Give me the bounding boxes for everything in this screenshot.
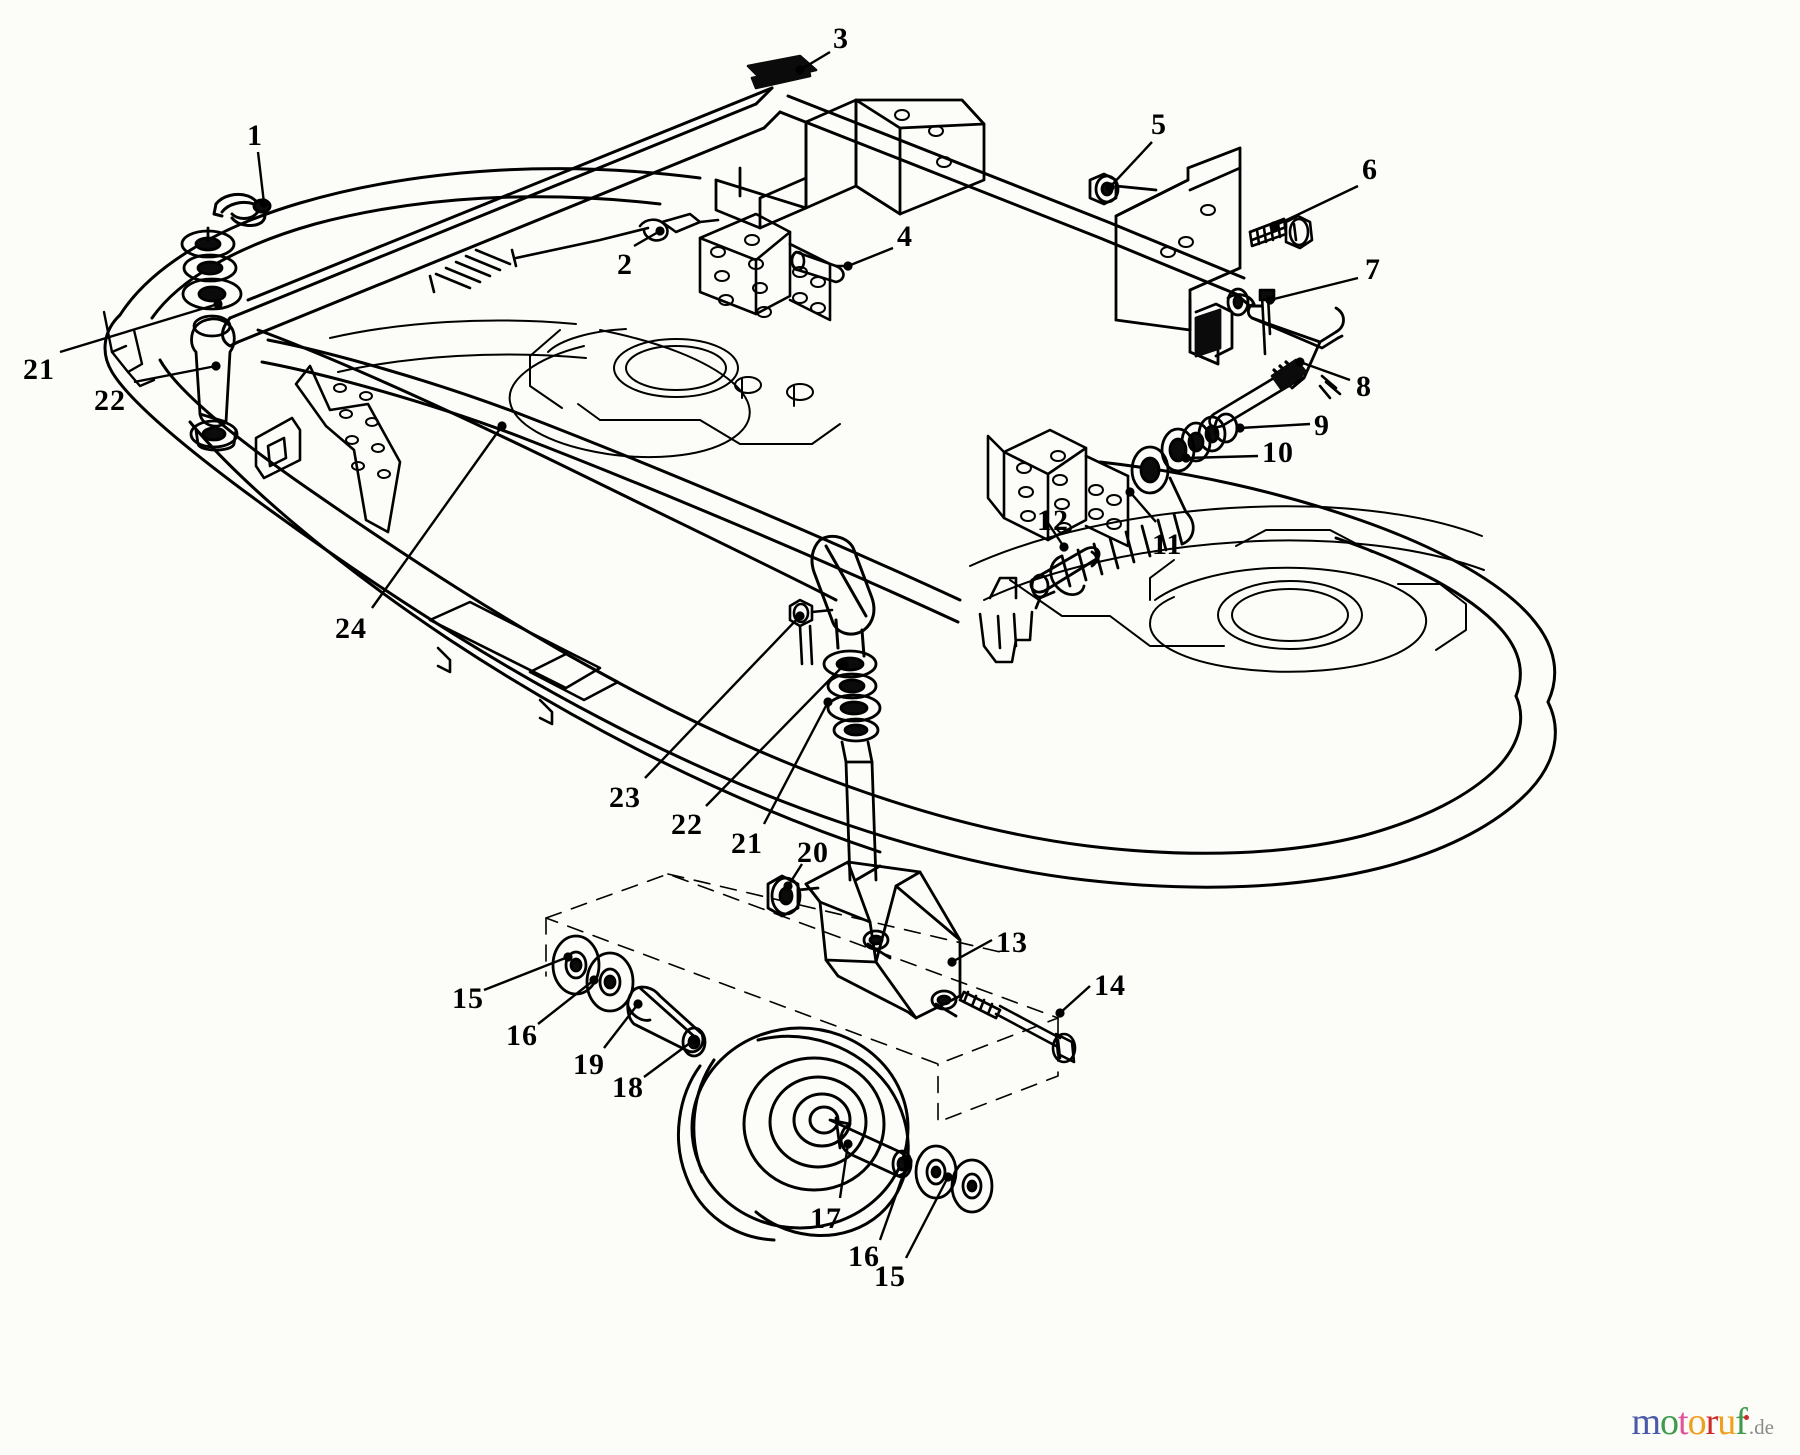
spacer-tube-12	[1029, 546, 1101, 599]
watermark-letters: motoruf	[1631, 1401, 1748, 1443]
spacer-bushing-19	[626, 985, 707, 1058]
hairpin-clip-1	[212, 192, 272, 227]
caster-support-tube	[810, 534, 876, 658]
callout-number-22: 22	[671, 808, 703, 841]
right-lift-bracket	[1114, 146, 1242, 366]
deck-surface-contours	[329, 319, 841, 459]
callout-number-14: 14	[1094, 969, 1126, 1002]
perforated-bracket-right	[1318, 374, 1342, 400]
callout-number-22: 22	[94, 384, 126, 417]
callout-number-18: 18	[612, 1071, 644, 1104]
callout-number-7: 7	[1365, 253, 1381, 286]
deck-clip-bracket	[978, 576, 1034, 664]
callout-number-3: 3	[833, 22, 849, 55]
deck-right-spindle-area	[969, 505, 1485, 673]
callout-number-6: 6	[1362, 153, 1378, 186]
callout-number-11: 11	[1152, 528, 1183, 561]
watermark-letter-u: u	[1717, 1401, 1736, 1443]
watermark-letter-o: o	[1660, 1401, 1679, 1443]
callout-number-23: 23	[609, 781, 641, 814]
deck-rear-mount-tabs	[254, 364, 620, 726]
callout-number-15: 15	[452, 982, 484, 1015]
motoruf-watermark-logo: motoruf.de	[1631, 1403, 1774, 1441]
caster-bushing-stack	[822, 649, 882, 882]
adjuster-rod-8	[1208, 358, 1308, 430]
watermark-letter-f: f	[1735, 1401, 1748, 1443]
callout-number-21: 21	[23, 353, 55, 386]
watermark-letter-m: m	[1631, 1401, 1661, 1443]
washer-stack-9-10	[1130, 412, 1239, 495]
assembly-guide-box	[545, 873, 1059, 1123]
caster-fork-bracket	[804, 860, 962, 1020]
callout-number-13: 13	[996, 926, 1028, 959]
callout-number-10: 10	[1262, 436, 1294, 469]
watermark-letter-o: o	[1687, 1401, 1707, 1443]
caster-wheel	[676, 1026, 910, 1242]
hex-bolt-6	[1248, 214, 1314, 250]
callout-number-8: 8	[1356, 370, 1372, 403]
washer-16-right	[914, 1144, 958, 1200]
callout-number-9: 9	[1314, 409, 1330, 442]
callout-number-16: 16	[848, 1240, 880, 1273]
nut-part-23	[788, 598, 834, 666]
watermark-letter-t: t	[1678, 1401, 1689, 1443]
watermark-letter-r: r	[1705, 1401, 1719, 1443]
left-caster-spindle	[190, 314, 236, 428]
callout-number-4: 4	[897, 220, 913, 253]
watermark-dot-accent	[1743, 1415, 1749, 1421]
callout-number-1: 1	[247, 119, 263, 152]
left-bushing-stack	[180, 226, 243, 452]
callout-number-12: 12	[1037, 504, 1069, 537]
callout-number-16: 16	[506, 1019, 538, 1052]
callout-number-24: 24	[335, 612, 367, 645]
center-mount-plates	[428, 212, 832, 322]
watermark-suffix: .de	[1748, 1415, 1774, 1439]
callout-number-21: 21	[731, 827, 763, 860]
callout-number-20: 20	[797, 836, 829, 869]
callout-number-19: 19	[573, 1048, 605, 1081]
callout-number-2: 2	[617, 248, 633, 281]
upper-tubular-frame	[221, 86, 1264, 624]
rear-hitch-plate	[714, 98, 986, 230]
washer-15-right	[950, 1158, 994, 1214]
callout-number-15: 15	[874, 1260, 906, 1293]
callout-number-17: 17	[810, 1202, 842, 1235]
mount-plate-pair	[986, 428, 1130, 548]
callout-number-5: 5	[1151, 108, 1167, 141]
wheel-axle-tube-17	[828, 1116, 913, 1179]
